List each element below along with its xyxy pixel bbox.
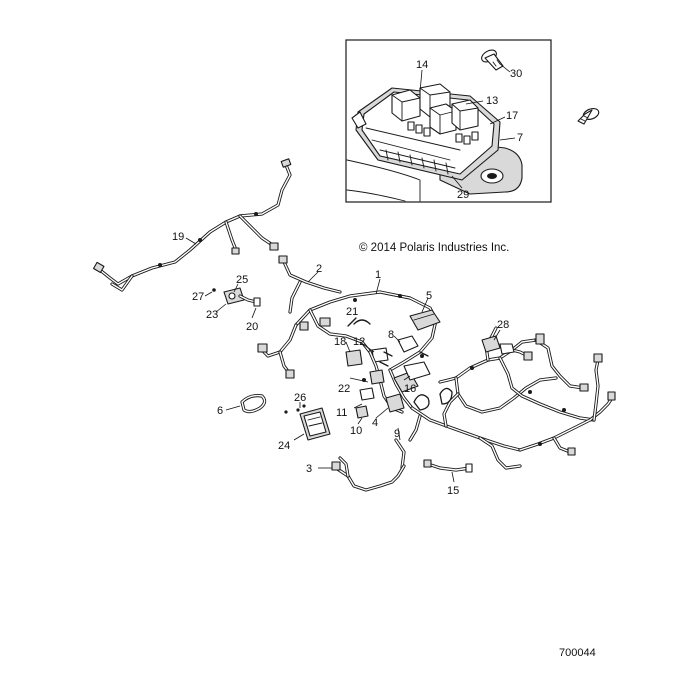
callout-10: 10 [350, 425, 362, 437]
ecu-24 [299, 407, 331, 441]
callout-24: 24 [278, 440, 290, 452]
sensor-23 [223, 287, 261, 307]
harness-3 [331, 456, 406, 492]
callout-22: 22 [338, 383, 350, 395]
relays [391, 83, 479, 145]
callout-20: 20 [246, 321, 258, 333]
callout-25: 25 [236, 274, 248, 286]
reference-number: 700044 [559, 647, 596, 659]
callout-29: 29 [457, 189, 469, 201]
callout-15: 15 [447, 485, 459, 497]
callout-2: 2 [316, 263, 322, 275]
connector-18 [345, 349, 363, 367]
connector-28 [481, 335, 515, 355]
callout-14: 14 [416, 59, 428, 71]
callout-1: 1 [375, 269, 381, 281]
callout-11: 11 [336, 407, 347, 419]
bolt-30 [481, 49, 504, 71]
callout-26: 26 [294, 392, 306, 404]
callout-17: 17 [506, 110, 518, 122]
main-harness-1 [257, 290, 438, 379]
bolt-inset-right [577, 108, 600, 125]
callout-18: 18 [334, 336, 346, 348]
callout-9: 9 [394, 428, 400, 440]
cable-6 [240, 394, 267, 414]
harness-15 [423, 459, 473, 473]
callout-23: 23 [206, 309, 218, 321]
harness-right [438, 326, 616, 470]
callout-19: 19 [172, 231, 184, 243]
callout-5: 5 [426, 290, 432, 302]
callout-13: 13 [486, 95, 498, 107]
harness-2 [278, 255, 342, 314]
screw-27 [212, 288, 216, 292]
callout-7: 7 [517, 132, 523, 144]
callout-3: 3 [306, 463, 312, 475]
callout-16: 16 [404, 383, 416, 395]
harness-19 [92, 158, 292, 292]
callout-30: 30 [510, 68, 522, 80]
clip-21 [347, 317, 371, 327]
callout-8: 8 [388, 329, 394, 341]
callout-4: 4 [372, 417, 378, 429]
copyright-text: © 2014 Polaris Industries Inc. [359, 242, 509, 254]
callout-6: 6 [217, 405, 223, 417]
callout-12: 12 [353, 336, 365, 348]
module-5 [409, 309, 441, 331]
central-connector-cluster [355, 350, 431, 419]
callout-28: 28 [497, 319, 509, 331]
callout-21: 21 [346, 306, 358, 318]
fuse-box-inset: 14 13 17 7 30 29 [345, 39, 600, 203]
callout-27: 27 [192, 291, 204, 303]
harness-9 [394, 406, 522, 470]
part-8 [397, 335, 419, 353]
